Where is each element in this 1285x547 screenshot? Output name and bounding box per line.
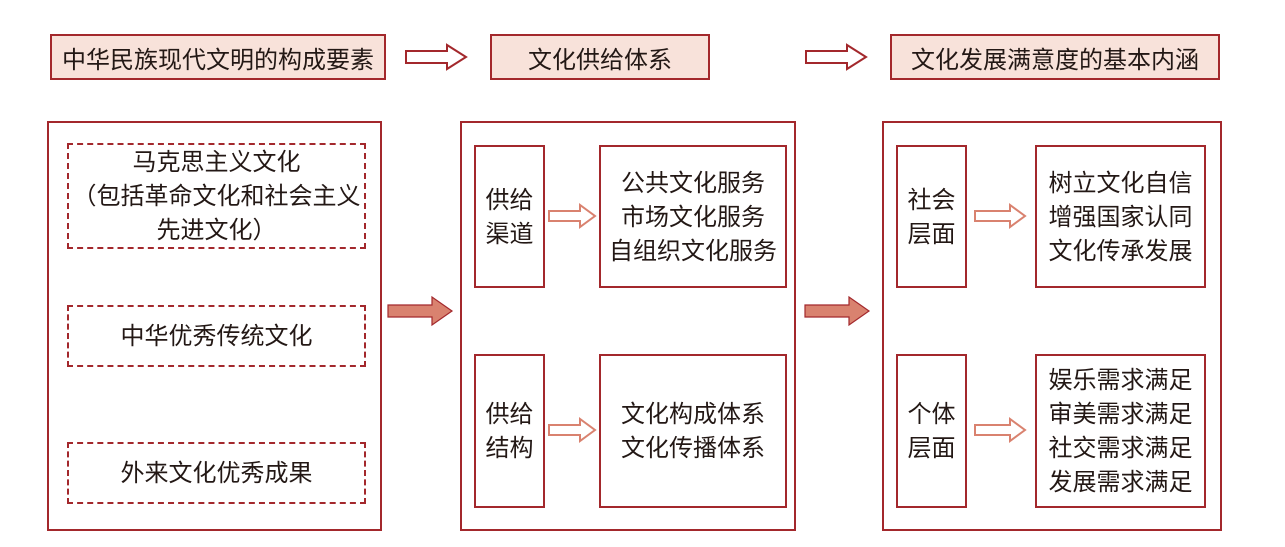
social-level-label-1: 社会 (907, 185, 956, 214)
individual-level-label-1: 个体 (907, 400, 956, 428)
supply-channel-content-box: 公共文化服务 市场文化服务 自组织文化服务 (599, 145, 787, 288)
supply-structure-arrow (548, 417, 597, 443)
supply-channel-label-2: 渠道 (485, 219, 534, 248)
entertainment-needs: 娱乐需求满足 (1048, 366, 1193, 394)
header-composition: 中华民族现代文明的构成要素 (50, 34, 386, 80)
header-satisfaction-label: 文化发展满意度的基本内涵 (911, 45, 1199, 74)
header-satisfaction: 文化发展满意度的基本内涵 (890, 34, 1220, 80)
cultural-confidence: 树立文化自信 (1048, 168, 1193, 197)
header-arrow-2 (805, 43, 868, 71)
culture-composition-system: 文化构成体系 (621, 400, 765, 428)
social-level-content-box: 树立文化自信 增强国家认同 文化传承发展 (1035, 145, 1206, 288)
marxist-culture-box: 马克思主义文化 （包括革命文化和社会主义 先进文化） (67, 143, 366, 249)
flow-arrow-2 (804, 295, 871, 327)
header-supply-system-label: 文化供给体系 (528, 45, 672, 74)
flow-arrow-1 (387, 295, 454, 327)
individual-level-label-box: 个体 层面 (896, 354, 967, 508)
supply-channel-arrow (548, 203, 597, 229)
foreign-culture-label: 外来文化优秀成果 (120, 459, 313, 487)
marxist-culture-line-3: 先进文化） (156, 216, 277, 244)
supply-structure-label-2: 结构 (485, 434, 534, 462)
supply-panel (460, 121, 796, 531)
individual-level-arrow (974, 417, 1027, 443)
header-composition-label: 中华民族现代文明的构成要素 (62, 45, 374, 74)
supply-channel-label-1: 供给 (485, 185, 534, 214)
social-level-label-box: 社会 层面 (896, 145, 967, 288)
marxist-culture-line-2: （包括革命文化和社会主义 (72, 182, 361, 210)
supply-channel-label-box: 供给 渠道 (474, 145, 545, 288)
social-level-label-2: 层面 (907, 219, 956, 248)
traditional-culture-label: 中华优秀传统文化 (120, 322, 313, 350)
individual-level-label-2: 层面 (907, 434, 956, 462)
header-supply-system: 文化供给体系 (490, 34, 710, 80)
cultural-inheritance: 文化传承发展 (1048, 236, 1193, 265)
national-identity: 增强国家认同 (1048, 202, 1193, 231)
satisfaction-panel (882, 121, 1222, 531)
supply-structure-content-box: 文化构成体系 文化传播体系 (599, 354, 787, 508)
public-culture-service: 公共文化服务 (621, 168, 765, 197)
composition-panel (47, 121, 382, 531)
supply-structure-label-box: 供给 结构 (474, 354, 545, 508)
marxist-culture-line-1: 马克思主义文化 (132, 148, 301, 176)
social-needs: 社交需求满足 (1048, 434, 1193, 462)
self-organized-culture-service: 自组织文化服务 (609, 236, 777, 265)
aesthetic-needs: 审美需求满足 (1048, 400, 1193, 428)
market-culture-service: 市场文化服务 (621, 202, 765, 231)
social-level-arrow (974, 203, 1027, 229)
header-arrow-1 (405, 43, 468, 71)
development-needs: 发展需求满足 (1048, 468, 1193, 496)
individual-level-content-box: 娱乐需求满足 审美需求满足 社交需求满足 发展需求满足 (1035, 354, 1206, 508)
traditional-culture-box: 中华优秀传统文化 (67, 305, 366, 367)
foreign-culture-box: 外来文化优秀成果 (67, 442, 366, 504)
culture-dissemination-system: 文化传播体系 (621, 434, 765, 462)
supply-structure-label-1: 供给 (485, 400, 534, 428)
